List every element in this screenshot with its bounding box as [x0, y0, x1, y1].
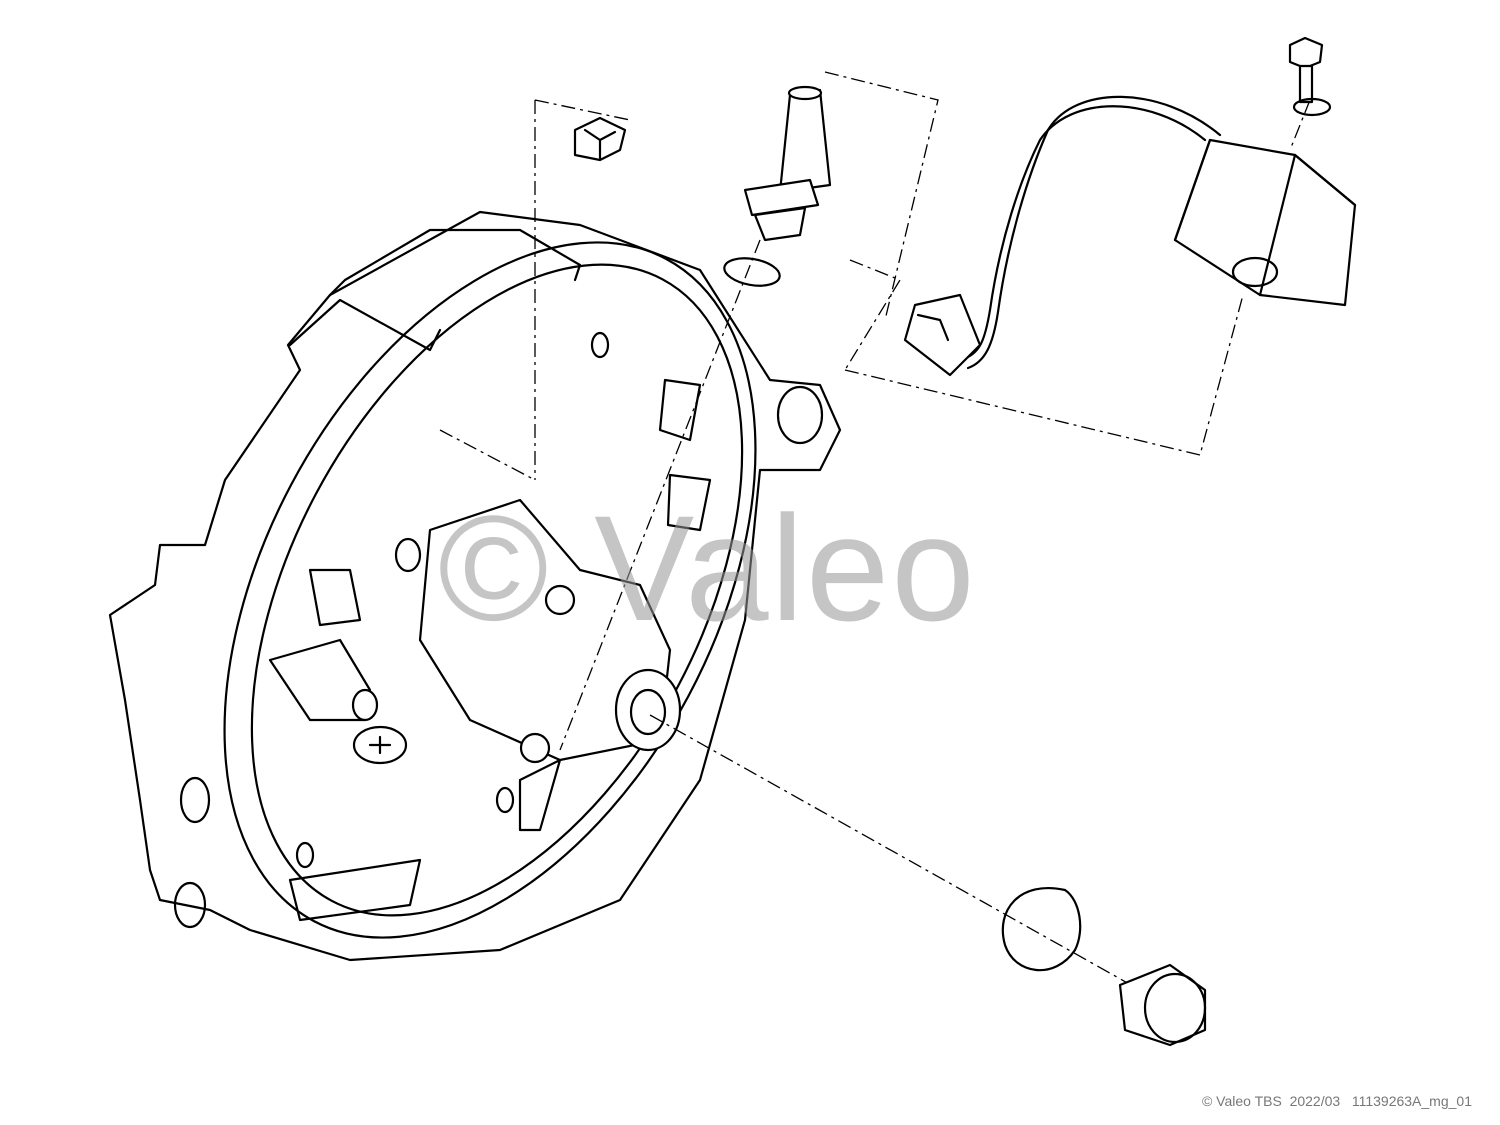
electrical-connector: [903, 293, 982, 377]
bolt: [1288, 36, 1324, 104]
plug-cap: [1118, 963, 1207, 1047]
o-ring: [723, 257, 781, 287]
watermark: © Valeo: [438, 484, 977, 652]
retaining-clip: [573, 116, 627, 162]
copyright-footer: © Valeo TBS 2022/03 11139263A_mg_01: [1201, 1093, 1472, 1109]
circlip: [1001, 887, 1082, 972]
pump-housing: [108, 210, 842, 962]
washer: [1292, 97, 1332, 117]
solenoid-coil: [958, 95, 1357, 370]
temperature-sensor: [743, 85, 832, 242]
assembly-guide-lines: [439, 71, 1311, 991]
